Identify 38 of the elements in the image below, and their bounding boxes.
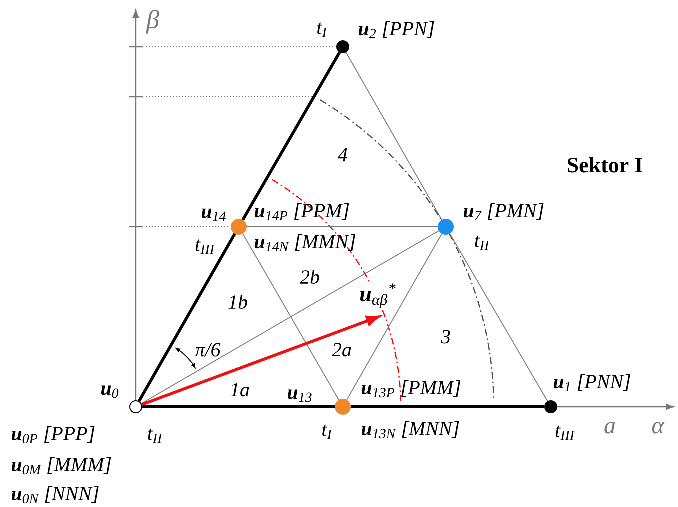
- vector-label: t$_{III}$: [196, 240, 216, 254]
- line: [450, 233, 548, 402]
- vertex-dot: [544, 400, 558, 414]
- vector-label: t$_{II}$: [148, 428, 163, 444]
- line: [246, 226, 438, 228]
- line: [242, 52, 342, 221]
- vector-label: t$_{II}$: [475, 236, 490, 250]
- vector-label: u$_{0}$: [101, 386, 119, 398]
- vector-label: t$_{I}$: [322, 424, 332, 440]
- line: [351, 406, 544, 408]
- region-label: 1b: [228, 294, 248, 310]
- vertex-dot: [438, 219, 454, 235]
- vector-label: u$_{2}$ [PPN]: [358, 22, 434, 38]
- vertex-dot: [336, 40, 350, 54]
- vector-label: u$_{14P}$ [PPM]: [254, 204, 350, 220]
- line: [346, 52, 442, 220]
- axis-label: α: [652, 422, 665, 434]
- vector-label: u$_{1}$ [PNN]: [554, 374, 630, 392]
- axis-label: a: [604, 422, 616, 434]
- vertex-dot: [130, 400, 142, 414]
- axis-label: β: [146, 10, 160, 34]
- vector-label: u$_{0M}$ [MMM]: [12, 457, 112, 475]
- vector-label: u$_{0P}$ [PPP]: [12, 426, 95, 444]
- vector-label: u$_{0N}$ [NNN]: [12, 486, 99, 504]
- vector-label: u$_{14}$: [202, 208, 226, 222]
- vector-label: u$_{7}$ [PMN]: [464, 204, 544, 220]
- vector-label: t$_{III}$: [556, 426, 576, 440]
- vector-label: u$_{14N}$ [MMN]: [254, 234, 356, 252]
- region-label: 2b: [300, 270, 320, 284]
- region-label: 3: [440, 330, 450, 344]
- line: [346, 234, 442, 400]
- vector-label: u$_{αβ}$*: [358, 282, 398, 310]
- sector-label: Sektor I: [568, 157, 642, 173]
- vector-label: u$_{13P}$ [PMM]: [362, 380, 461, 398]
- vector-label: t$_{I}$: [318, 22, 328, 38]
- region-label: 4: [338, 148, 348, 162]
- vertex-dot: [231, 219, 247, 235]
- vector-label: u$_{13N}$ [MNN]: [362, 421, 460, 439]
